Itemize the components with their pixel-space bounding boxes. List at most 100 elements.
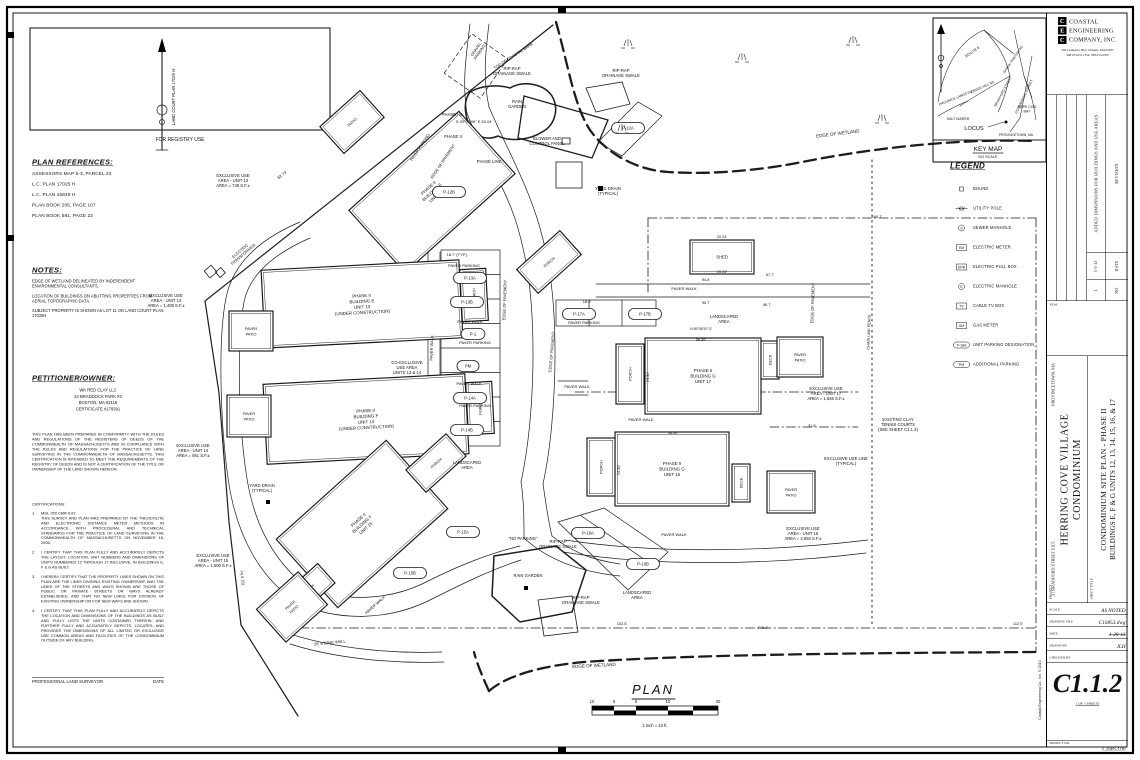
deck-unit-16: DECK (731, 463, 751, 503)
certification-text: I CERTIFY THAT THIS PLAN FULLY AND ACCUR… (41, 550, 164, 570)
plan-label: 169.7' (872, 215, 883, 219)
porch-unit-16: PORCH (586, 437, 616, 497)
wetland-tuft-icon (615, 124, 629, 134)
surveyor-label: PROFESSIONAL LAND SURVEYOR (32, 679, 104, 684)
plan-label: EXCLUSIVE USE LINE(TYPICAL) (824, 456, 868, 466)
patio-unit-12-label: PATIO (347, 117, 358, 127)
parking-designation-p-14a: P-14A (453, 392, 487, 404)
keymap-label: ROUTE 6 (965, 46, 981, 59)
plan-label: 82.73' (276, 169, 288, 180)
stone-wall (289, 633, 445, 663)
plan-label: 36.30' (668, 431, 679, 435)
drawing-file-row: DRAWING FILE C16853.dwg (1047, 615, 1128, 627)
plan-label: PAVER PARKING (448, 263, 480, 268)
petitioner-title: PETITIONER/OWNER: (32, 374, 116, 383)
note-paragraph: SUBJECT PROPERTY IS SHOWN AS LOT 11 ON L… (32, 308, 164, 319)
svg-text:P-16A: P-16A (957, 343, 967, 347)
date-value: 1-29-13 (1108, 632, 1126, 638)
project-no-value: C16853.00 (1102, 746, 1126, 753)
svg-text:P-12A: P-12A (622, 126, 634, 131)
checked-by-label: CHECKED BY (1049, 656, 1071, 660)
plan-label: PHASE LINE (477, 159, 502, 164)
legend-item-label: ELECTRIC METER (973, 245, 1011, 250)
building-e-unit-12: PHASE IIBUILDING EUNIT 12 (348, 110, 516, 274)
registry-box (29, 27, 331, 131)
sheets-count: 1 OF 1 SHEETS (1075, 701, 1100, 706)
parking-designation-p-15a: P-15A (446, 526, 480, 538)
parking-designation-p-12a: P-12A (611, 122, 645, 134)
blower-control-panel (555, 161, 583, 189)
project-city: PROVINCETOWN, MA (1050, 362, 1056, 406)
deck-unit-17: DECK (760, 340, 780, 380)
copyright-note: Coastal Engineering Co., Inc. © 2013 (1038, 660, 1042, 719)
wetland-tuft-icon (621, 39, 635, 49)
plan-label: 95.7' (702, 301, 710, 305)
certification-item: 1. MGL 250 CMR 6.02 THIS SURVEY AND PLAN… (32, 511, 164, 546)
plan-label: YARD DRAIN(TYPICAL) (249, 483, 275, 493)
gas-meter-icon: GM (950, 321, 973, 330)
petitioner-owner: PETITIONER/OWNER: WK RED CLAY LLC 34 BRA… (32, 374, 164, 412)
keymap-label: PROVINCETOWN, MA (999, 133, 1034, 137)
revision-block: ADDED DIMENSIONS FOR BUILDINGS AND USE A… (1047, 95, 1128, 301)
revision-entry-no: 1 (1093, 288, 1099, 292)
svg-text:P-14B: P-14B (461, 428, 473, 433)
legend-item-utility-pole: UTILITY POLE (950, 199, 1050, 219)
parking-designation-p-15b: P-15B (393, 567, 427, 579)
date-label: DATE (1049, 632, 1058, 636)
additional-parking-icon: PM (950, 360, 973, 369)
revision-entry-column: ADDED DIMENSIONS FOR BUILDINGS AND USE A… (1087, 95, 1106, 301)
plan-reference-item: PLAN BOOK 591, PAGE 22 (32, 213, 93, 219)
plan-label: 74.5' (S) (239, 570, 246, 586)
title-block: C E C COASTAL ENGINEERING COMPANY, INC. … (1046, 13, 1128, 752)
conformity-statement: THIS PLAN HAS BEEN PREPARED IN CONFORMIT… (32, 432, 164, 472)
plan-label: 152.5' (617, 622, 628, 626)
plan-label: 31.6' (808, 424, 816, 428)
petitioner-line: 34 BRADDOCK PARK #3 (74, 393, 122, 399)
porch-unit-13-label: PORCH (472, 288, 477, 302)
svg-text:E: E (960, 285, 963, 289)
bound-icon (950, 184, 973, 193)
wetland-tuft-icon (875, 114, 889, 124)
parking-designation-p-17a: P-17A (562, 308, 596, 320)
drawn-by-value: JLH (1116, 644, 1126, 650)
project-label: PROJECT (1048, 584, 1053, 600)
seal-box: SEAL (1047, 301, 1128, 356)
rip-rap-swales (537, 81, 631, 637)
keymap-title: KEY MAP (974, 146, 1003, 153)
legend-item-label: ADDITIONAL PARKING (973, 362, 1020, 367)
note-paragraph: LOCATION OF BUILDINGS ON ABUTTING PROPER… (32, 293, 153, 304)
plan-reference-item: L.C. PLAN 17025 H (32, 181, 76, 188)
key-map (932, 17, 1047, 163)
plan-label: 18.0' (583, 299, 592, 304)
plan-label: EDGE OF WETLAND (816, 128, 861, 138)
notes-title: NOTES: (32, 266, 63, 275)
certification-item: 4. I CERTIFY THAT THIS PLAN FULLY AND AC… (32, 609, 164, 644)
company-address: 260 Cranberry Hwy, Orleans, MA 02653 508… (1061, 48, 1114, 57)
svg-text:P-15A: P-15A (457, 530, 469, 535)
scale-label: SCALE (1049, 608, 1060, 612)
plan-label: PAVER WALK (661, 532, 687, 537)
sheet-number-block: C1.1.2 1 OF 1 SHEETS PROJECT NO. C16853.… (1047, 669, 1128, 753)
keymap-label: LOCUS (964, 126, 984, 132)
project-no-label: PROJECT NO. (1049, 741, 1070, 746)
utility-pole-icon (950, 204, 973, 213)
revision-entry-date: 5-3-13 (1093, 260, 1099, 273)
drawing-file-value: C16853.dwg (1098, 620, 1126, 626)
